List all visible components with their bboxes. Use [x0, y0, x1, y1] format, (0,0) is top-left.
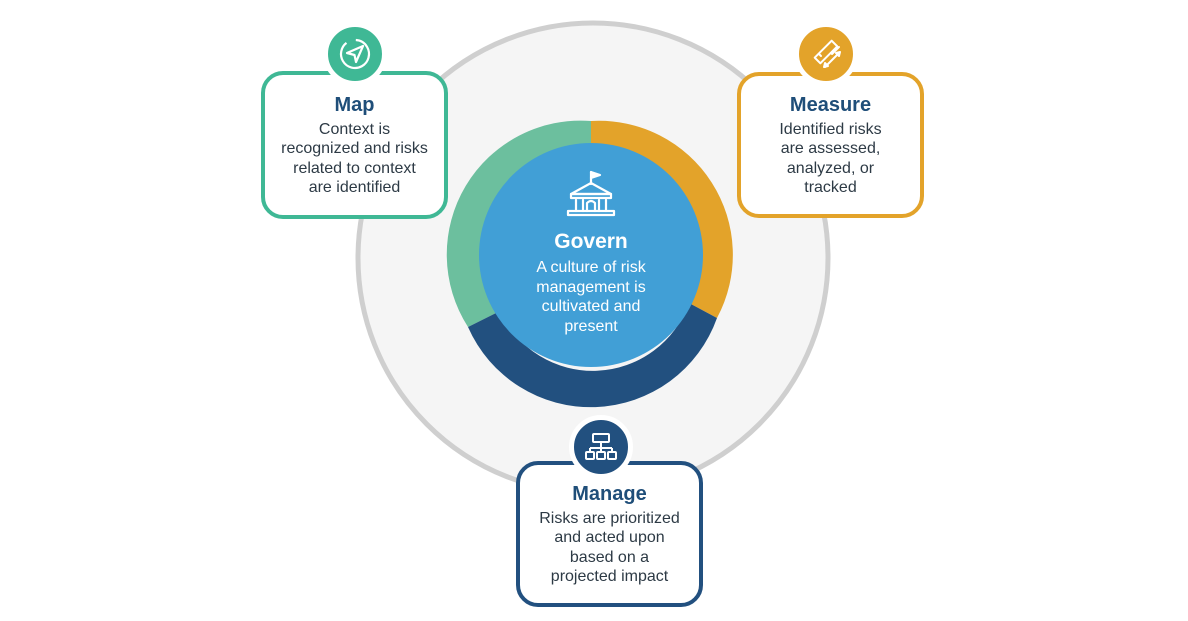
- measure-ring-segment: [591, 120, 733, 318]
- map-description: Context is recognized and risks related …: [281, 120, 428, 197]
- measure-title: Measure: [789, 93, 872, 116]
- manage-card: Manage Risks are prioritized and acted u…: [516, 461, 703, 607]
- govern-description: A culture of risk management is cultivat…: [536, 259, 646, 335]
- map-card: Map Context is recognized and risks rela…: [261, 71, 448, 219]
- navigation-arrow-icon: [339, 38, 371, 70]
- manage-badge: [569, 415, 633, 479]
- map-badge: [323, 22, 387, 86]
- building-icon: [566, 170, 616, 217]
- measure-card: Measure Identified risks are assessed, a…: [737, 72, 924, 218]
- govern-title: Govern: [554, 230, 628, 253]
- manage-title: Manage: [572, 482, 647, 505]
- measure-badge: [794, 22, 858, 86]
- govern-text: Govern A culture of risk management is c…: [510, 178, 672, 336]
- measure-description: Identified risks are assessed, analyzed,…: [779, 120, 882, 197]
- ruler-icon: [813, 39, 841, 68]
- map-title: Map: [334, 93, 375, 116]
- manage-ring-segment: [468, 303, 717, 408]
- govern-disk: [479, 143, 703, 367]
- hierarchy-icon: [585, 433, 617, 460]
- manage-description: Risks are prioritized and acted upon bas…: [539, 509, 680, 586]
